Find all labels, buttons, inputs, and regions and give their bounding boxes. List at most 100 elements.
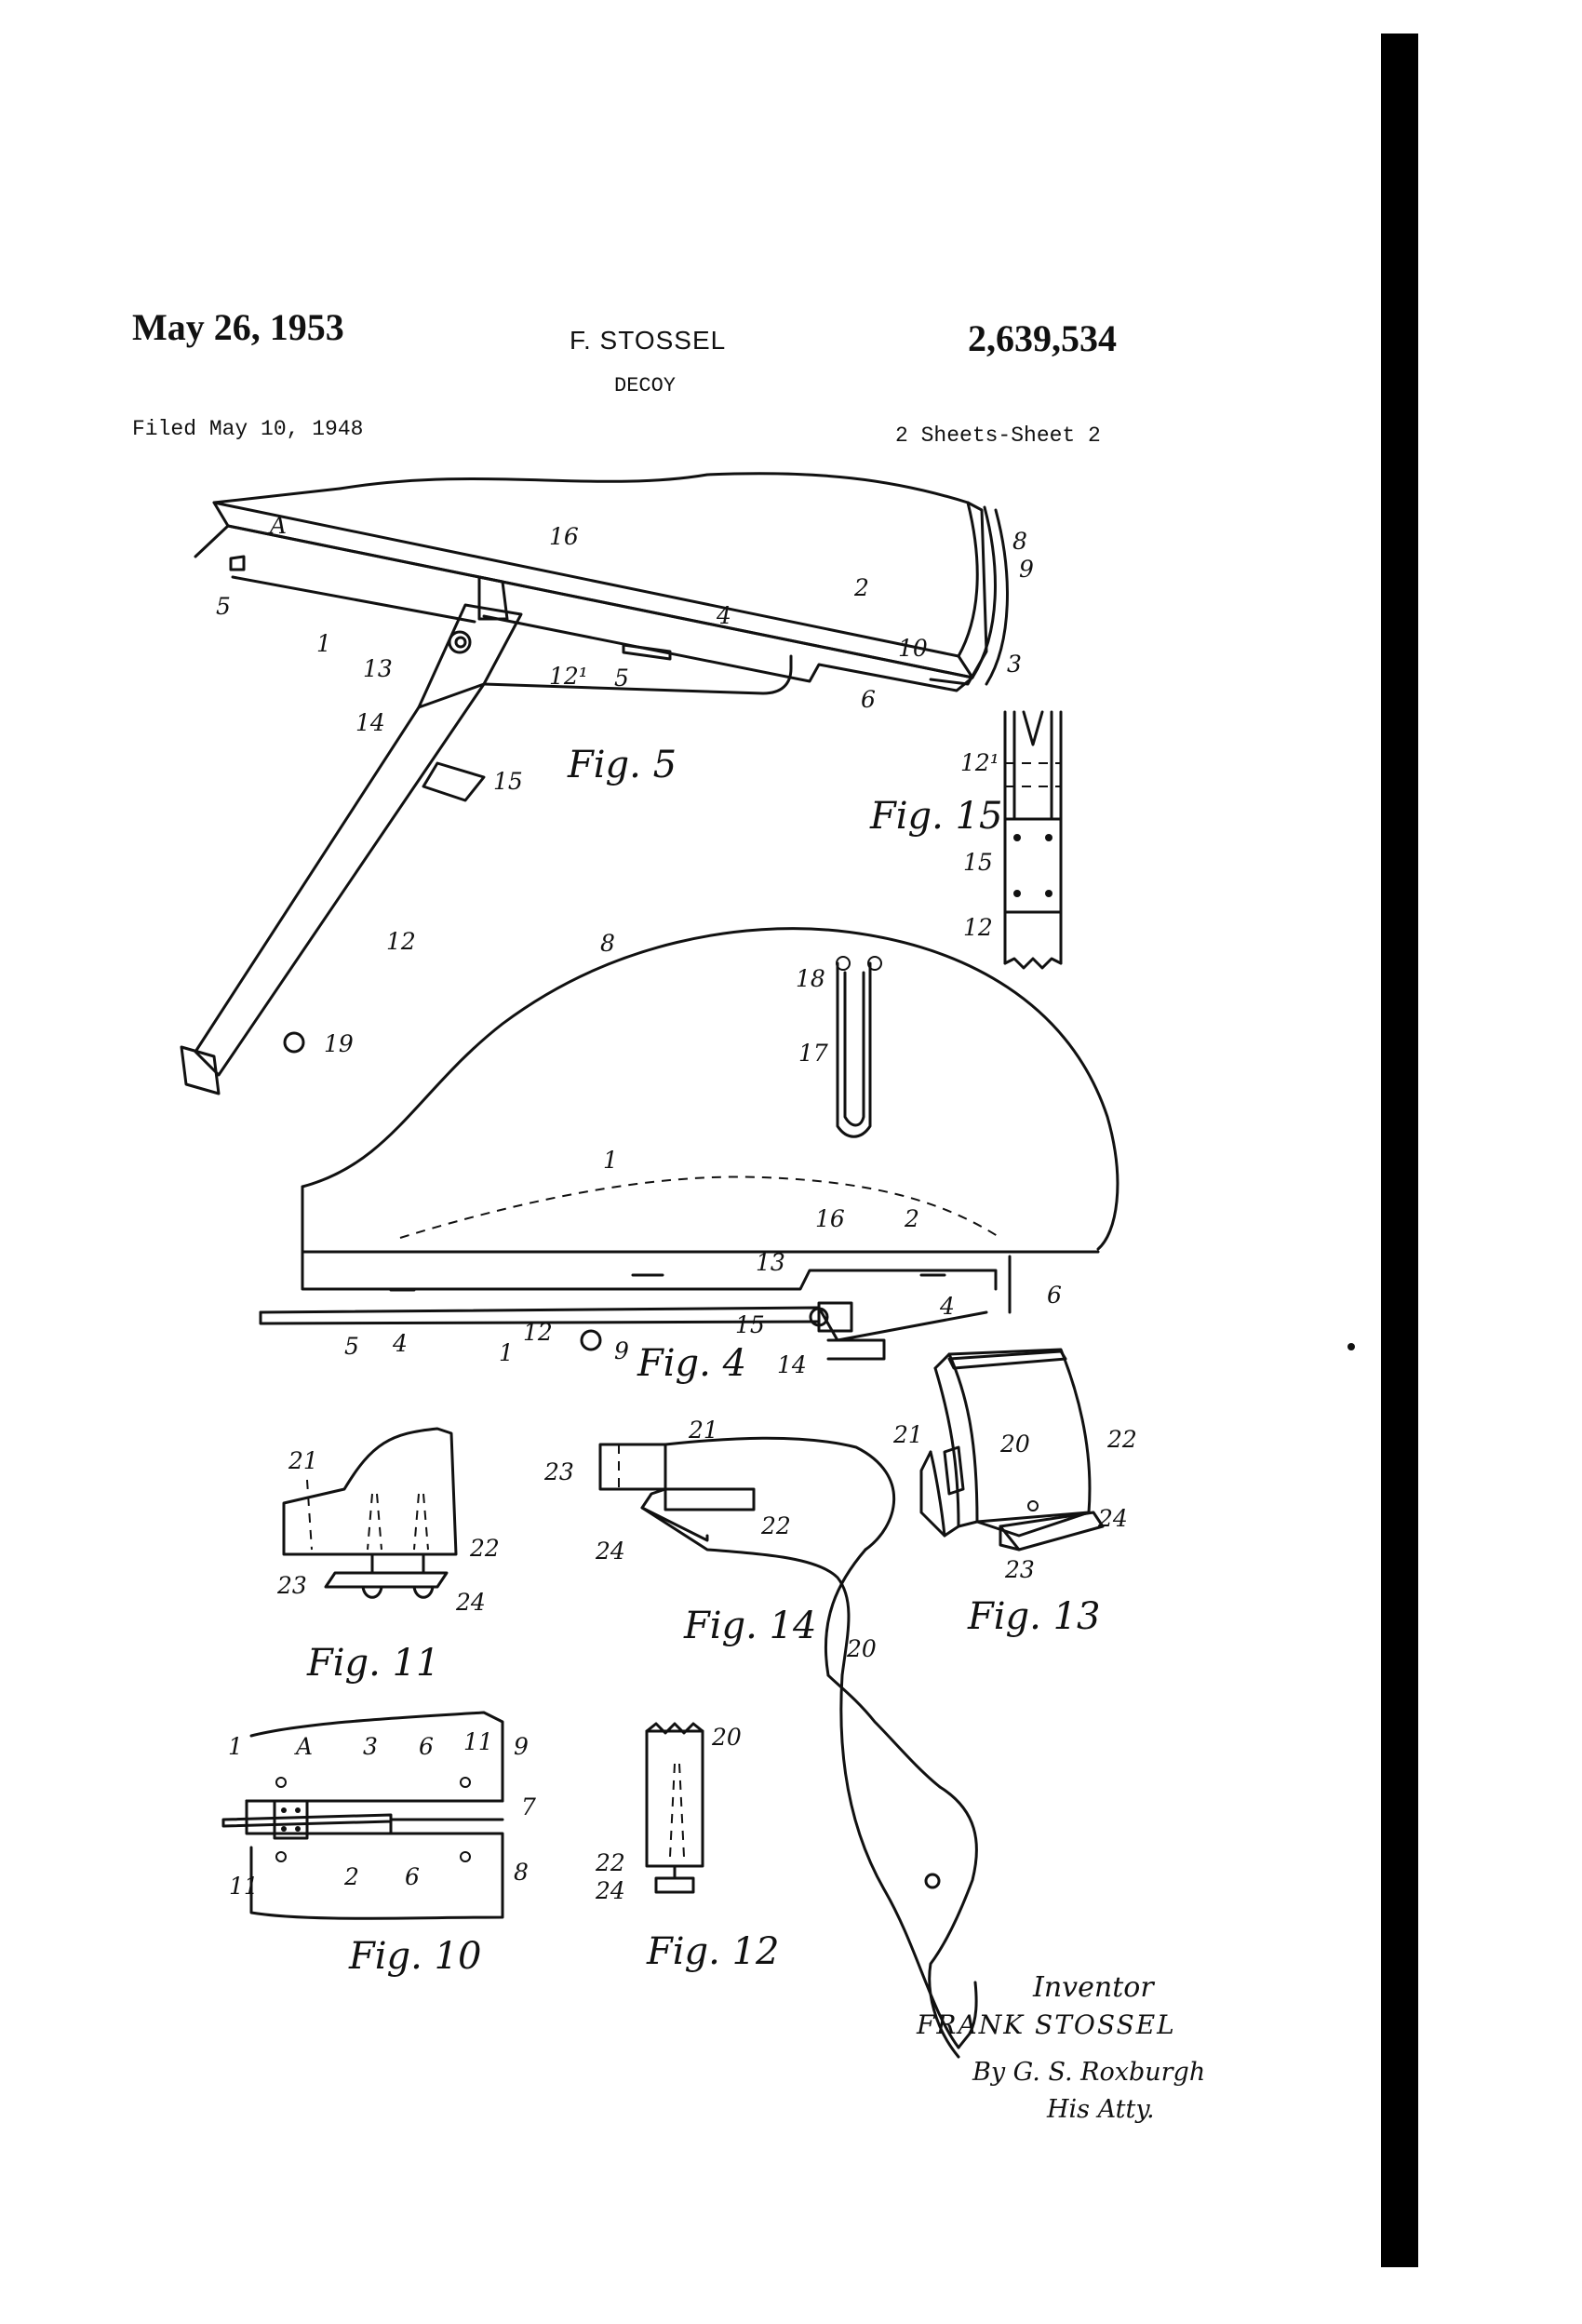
figure-11-caption: Fig. 11	[306, 1642, 439, 1685]
inventor-label: Inventor	[1032, 1971, 1155, 2004]
ref-13-fig5: 13	[363, 655, 393, 682]
ref-24-fig13: 24	[1097, 1505, 1128, 1532]
figure-14-drawing	[598, 1436, 978, 2059]
ref-2-fig5: 2	[853, 574, 869, 601]
stray-mark	[1347, 1343, 1355, 1350]
filing-date: Filed May 10, 1948	[132, 417, 364, 441]
ref-23-fig14: 23	[543, 1458, 574, 1485]
figure-15-drawing	[1003, 710, 1063, 970]
ref-1-fig4: 1	[603, 1147, 618, 1174]
ref-16-fig5: 16	[549, 523, 579, 550]
ref-6b-fig10: 6	[405, 1863, 420, 1890]
ref-4b-fig4: 4	[392, 1330, 408, 1357]
ref-5-fig4: 5	[344, 1333, 359, 1360]
ref-18-fig4: 18	[796, 965, 825, 992]
ref-8-fig10: 8	[514, 1859, 529, 1886]
figure-14-caption: Fig. 14	[683, 1605, 816, 1647]
ref-14-fig4: 14	[777, 1351, 807, 1378]
ref-21-fig13: 21	[892, 1421, 923, 1448]
figure-12-drawing	[645, 1722, 704, 1894]
ref-21-fig11: 21	[288, 1447, 318, 1474]
figure-15-caption: Fig. 15	[869, 795, 1002, 838]
ref-A-fig5: A	[268, 512, 287, 539]
ref-20-fig13: 20	[999, 1431, 1030, 1458]
ref-3-fig5: 3	[1007, 651, 1022, 678]
ref-1-fig5: 1	[316, 630, 331, 657]
figure-5-drawing	[180, 472, 1009, 1095]
figure-11-drawing	[282, 1427, 458, 1599]
inventor-signature-name: FRANK STOSSEL	[916, 2009, 1176, 2040]
attorney-signature: By G. S. Roxburgh	[972, 2058, 1205, 2087]
ref-19-fig5: 19	[324, 1030, 354, 1057]
ref-6-fig4: 6	[1047, 1282, 1062, 1309]
ref-20-fig12: 20	[711, 1724, 742, 1751]
figure-5-caption: Fig. 5	[567, 744, 677, 786]
ref-15-fig4: 15	[735, 1311, 765, 1338]
figure-11-labels: 21 22 23 24 Fig. 11	[276, 1447, 500, 1685]
ref-12-1-fig15: 12¹	[960, 749, 999, 776]
ref-1b-fig4: 1	[499, 1339, 514, 1366]
ref-6-fig10: 6	[419, 1733, 434, 1760]
ref-17-fig4: 17	[798, 1040, 828, 1067]
ref-24-fig14: 24	[595, 1538, 625, 1565]
ref-1-fig10: 1	[228, 1733, 243, 1760]
ref-22-fig13: 22	[1106, 1426, 1137, 1453]
ref-24-fig11: 24	[455, 1589, 486, 1616]
ref-24-fig12: 24	[595, 1877, 625, 1904]
ref-9-fig4: 9	[614, 1337, 629, 1364]
figure-4-caption: Fig. 4	[637, 1342, 746, 1385]
attorney-label: His Atty.	[1046, 2095, 1155, 2124]
patent-number: 2,639,534	[968, 317, 1117, 359]
figure-15-labels: 12¹ 15 12 Fig. 15	[869, 749, 1002, 941]
patent-date: May 26, 1953	[132, 306, 344, 348]
ref-9-fig10: 9	[514, 1733, 529, 1760]
figure-13-drawing	[919, 1348, 1105, 1552]
ref-4-fig4: 4	[939, 1293, 955, 1320]
ref-22-fig14: 22	[760, 1512, 791, 1539]
ref-7-fig10: 7	[521, 1793, 536, 1820]
ref-21-fig14: 21	[688, 1417, 718, 1444]
figure-10-labels: 1 A 3 6 11 9 7 11 2 6 8 Fig. 10	[228, 1728, 536, 1978]
ref-2-fig10: 2	[343, 1863, 359, 1890]
signature-block: Inventor FRANK STOSSEL By G. S. Roxburgh…	[916, 1971, 1205, 2124]
right-edge-bar	[1381, 34, 1418, 2267]
sheet-count: 2 Sheets-Sheet 2	[895, 423, 1101, 448]
ref-15-fig5: 15	[493, 768, 523, 795]
ref-11-fig10: 11	[463, 1728, 493, 1755]
patent-title: DECOY	[614, 374, 677, 397]
ref-13-fig4: 13	[756, 1249, 785, 1276]
ref-8-fig5: 8	[1012, 528, 1027, 555]
figure-10-drawing	[221, 1711, 504, 1920]
figure-12-caption: Fig. 12	[646, 1930, 779, 1973]
ref-12-fig5: 12	[386, 928, 416, 955]
ref-12-fig15: 12	[963, 914, 993, 941]
figure-13-caption: Fig. 13	[967, 1595, 1100, 1638]
ref-20-fig14: 20	[846, 1635, 877, 1662]
figure-13-labels: 21 20 22 24 23 Fig. 13	[892, 1421, 1137, 1638]
ref-6-fig5: 6	[861, 686, 876, 713]
ref-23-fig13: 23	[1004, 1556, 1035, 1583]
figure-14-labels: 21 23 22 24 20 Fig. 14	[543, 1417, 877, 1662]
figure-4-labels: 8 18 17 1 16 2 13 4 6 5 4 1 12 9 15 14 F…	[344, 930, 1062, 1385]
ref-22-fig12: 22	[595, 1849, 625, 1876]
ref-5-fig5: 5	[216, 593, 231, 620]
ref-5b-fig5: 5	[614, 665, 629, 692]
ref-9-fig5: 9	[1019, 556, 1034, 583]
ref-2-fig4: 2	[904, 1205, 919, 1232]
ref-A-fig10: A	[294, 1733, 313, 1760]
ref-11b-fig10: 11	[229, 1873, 259, 1900]
ref-23-fig11: 23	[276, 1572, 307, 1599]
inventor-name-header: F. STOSSEL	[570, 326, 727, 355]
ref-12-1-fig5: 12¹	[549, 663, 588, 690]
ref-4-fig5: 4	[716, 602, 731, 629]
figure-5-labels: A 5 1 13 14 12¹ 4 5 16 2 10 8 9 3 6 15 1…	[216, 512, 1034, 1057]
ref-16-fig4: 16	[815, 1205, 845, 1232]
figure-12-labels: 20 22 24 Fig. 12	[595, 1724, 779, 1973]
ref-3-fig10: 3	[363, 1733, 378, 1760]
ref-12-fig4: 12	[523, 1319, 553, 1346]
ref-10-fig5: 10	[898, 635, 928, 662]
ref-22-fig11: 22	[469, 1535, 500, 1562]
figure-10-caption: Fig. 10	[348, 1935, 481, 1978]
ref-14-fig5: 14	[355, 709, 385, 736]
